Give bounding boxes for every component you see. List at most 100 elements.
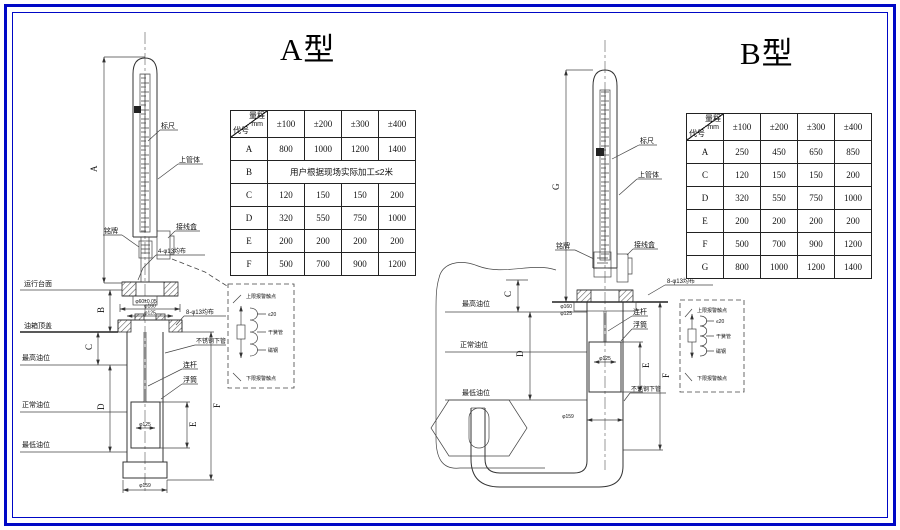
a-level-normal-label: 正常油位 — [22, 400, 50, 409]
b-detail-item2: 干簧管 — [716, 333, 731, 340]
table-row: A 800 1000 1200 1400 — [230, 137, 416, 161]
b-u-pipe-outer — [470, 408, 624, 488]
a-cell: 200 — [304, 229, 342, 253]
b-level-max-label: 最高油位 — [462, 299, 490, 308]
a-holes-flange-label: 8-φ13均布 — [186, 308, 214, 316]
b-detail-top-label: 上限报警触点 — [697, 307, 727, 314]
b-rod-label: 连杆 — [633, 307, 647, 316]
a-rod-label: 连杆 — [183, 360, 197, 369]
a-dim-B: B — [96, 307, 106, 313]
a-detail-coil — [249, 307, 258, 357]
a-cell: 800 — [267, 137, 305, 161]
a-cell: 320 — [267, 206, 305, 230]
a-cell: 1000 — [378, 206, 416, 230]
b-holes-flange-label: 8-φ13均布 — [667, 277, 695, 285]
a-tank-cover-label: 油箱顶盖 — [24, 321, 52, 330]
a-dim-E: E — [188, 421, 198, 427]
b-cell: 750 — [797, 186, 835, 210]
b-col-header: ±200 — [760, 113, 798, 141]
b-col-header: ±100 — [723, 113, 761, 141]
b-corner-unit: mm — [707, 124, 719, 131]
a-corner-diagonal — [231, 111, 267, 137]
table-row: G 800 1000 1200 1400 — [686, 255, 872, 279]
a-nameplate — [138, 240, 153, 259]
table-row: F 500 700 900 1200 — [230, 252, 416, 276]
a-dim-C: C — [84, 344, 94, 350]
b-detail-coil — [699, 315, 708, 357]
table-row: C 120 150 150 200 — [230, 183, 416, 207]
a-row-code: D — [230, 206, 268, 230]
a-cell: 500 — [267, 252, 305, 276]
a-upper-tube-body — [132, 57, 158, 238]
a-detail-top-label: 上限报警触点 — [246, 293, 276, 300]
a-d125-dim: φ125 — [144, 311, 156, 317]
b-dim-E: E — [641, 362, 651, 368]
b-bottom-dim: φ159 — [562, 414, 574, 420]
a-holes-top-label: 4-φ13均布 — [158, 247, 186, 255]
b-table-corner: 量程 mm 代号 — [686, 113, 724, 141]
a-bottom-dim: φ159 — [139, 483, 151, 489]
b-cell: 1000 — [834, 186, 872, 210]
a-cell: 1200 — [341, 137, 379, 161]
b-cell: 250 — [723, 140, 761, 164]
a-cell: 1400 — [378, 137, 416, 161]
b-cell: 1400 — [834, 255, 872, 279]
b-cell: 200 — [834, 163, 872, 187]
b-cell: 200 — [723, 209, 761, 233]
b-cell: 450 — [760, 140, 798, 164]
type-a-title: A型 — [280, 32, 336, 67]
b-cell: 200 — [834, 209, 872, 233]
b-stainless-tube-label: 不锈钢下管 — [631, 385, 661, 393]
b-cell: 1200 — [834, 232, 872, 256]
a-dim-A: A — [89, 165, 99, 172]
b-detail-magnet — [687, 328, 697, 343]
a-merged-note: 用户根据现场实际加工≤2米 — [267, 160, 416, 184]
b-level-normal-label: 正常油位 — [460, 340, 488, 349]
a-platform-label: 运行台面 — [24, 279, 52, 288]
type-b-drawing: G 标尺 上管体 铭牌 接线盒 8-φ13均布 φ160 φ125 — [430, 40, 745, 488]
b-cell: 200 — [797, 209, 835, 233]
b-cell: 1000 — [760, 255, 798, 279]
a-cell: 1000 — [304, 137, 342, 161]
b-u-pipe-inner — [484, 408, 588, 474]
b-strainer-slot — [468, 407, 490, 449]
b-float — [588, 341, 622, 393]
table-row: E 200 200 200 200 — [230, 229, 416, 253]
b-row-code: E — [686, 209, 724, 233]
a-dim-D: D — [96, 403, 106, 410]
b-float-indicator — [596, 148, 604, 156]
b-row-code: F — [686, 232, 724, 256]
b-row-code: D — [686, 186, 724, 210]
a-col-header: ±300 — [341, 110, 379, 138]
b-corner-range: 量程 — [705, 114, 721, 123]
table-row: D 320 550 750 1000 — [230, 206, 416, 230]
a-cell: 550 — [304, 206, 342, 230]
a-neck-dim: φ60±0.05 — [135, 299, 156, 305]
b-scale-label: 标尺 — [640, 136, 654, 145]
b-detail-bottom-label: 下限报警触点 — [697, 375, 727, 382]
type-b-spec-table: 量程 mm 代号 ±100 ±200 ±300 ±400 A 250 450 6… — [686, 113, 872, 279]
b-cell: 1200 — [797, 255, 835, 279]
a-cell: 900 — [341, 252, 379, 276]
b-level-min-label: 最低油位 — [462, 388, 490, 397]
a-detail-box — [227, 283, 295, 389]
a-rod — [143, 332, 147, 402]
a-cell: 150 — [304, 183, 342, 207]
a-detail-item1: ≤20 — [268, 312, 277, 318]
b-corner-code: 代号 — [689, 129, 705, 138]
b-col-header: ±400 — [834, 113, 872, 141]
a-float — [130, 401, 161, 449]
b-rod — [603, 311, 607, 342]
b-cell: 320 — [723, 186, 761, 210]
b-cell: 900 — [797, 232, 835, 256]
a-detail-bottom-label: 下限报警触点 — [246, 375, 276, 382]
a-col-header: ±100 — [267, 110, 305, 138]
a-float-dim: φ125 — [139, 422, 151, 428]
table-row: B 用户根据现场实际加工≤2米 — [230, 160, 416, 184]
a-cell: 200 — [341, 229, 379, 253]
b-float-label: 浮筒 — [633, 320, 647, 329]
a-detail-item2: 干簧管 — [268, 329, 283, 336]
type-a-spec-table: 量程 mm 代号 ±100 ±200 ±300 ±400 A 800 1000 … — [230, 110, 416, 276]
b-row-code: G — [686, 255, 724, 279]
